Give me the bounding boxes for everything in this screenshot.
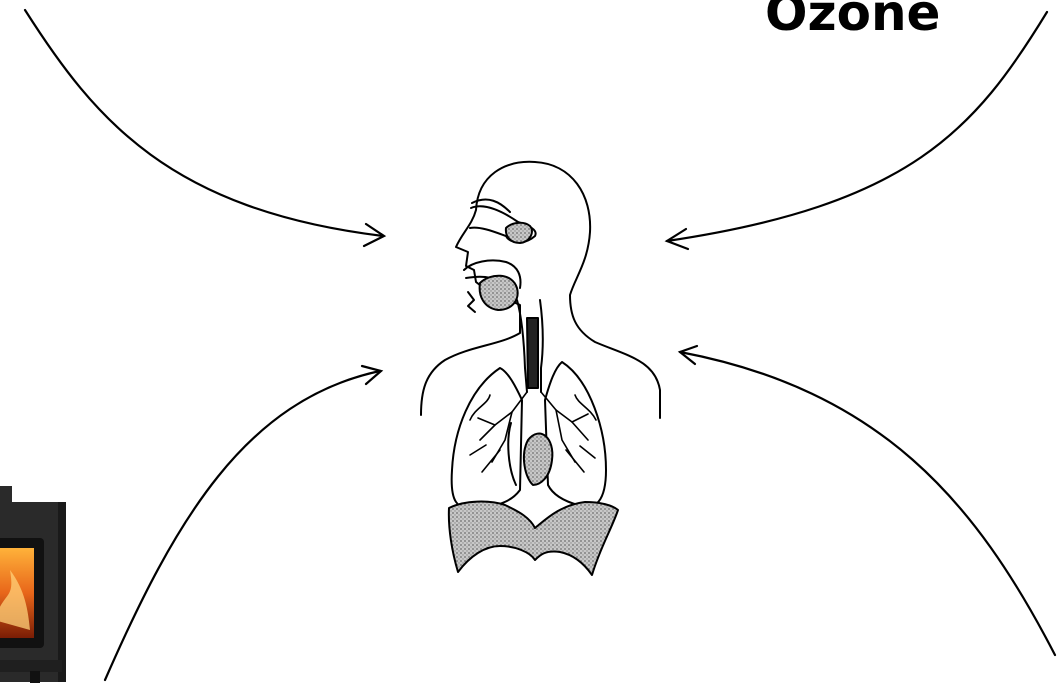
trachea — [517, 300, 527, 392]
arrow-bottom-right — [680, 346, 1055, 655]
tongue — [480, 276, 518, 310]
respiratory-system-figure — [421, 162, 660, 575]
sinus — [506, 223, 532, 243]
wood-stove-image — [0, 486, 66, 683]
left-lung — [452, 368, 522, 509]
diaphragm — [449, 502, 618, 575]
arrow-top-left — [25, 10, 384, 246]
arrow-bottom-left — [105, 366, 381, 680]
arrow-top-right — [667, 12, 1047, 249]
esophagus — [527, 318, 538, 388]
right-lung — [545, 362, 606, 507]
ozone-label: Ozone — [765, 0, 940, 42]
